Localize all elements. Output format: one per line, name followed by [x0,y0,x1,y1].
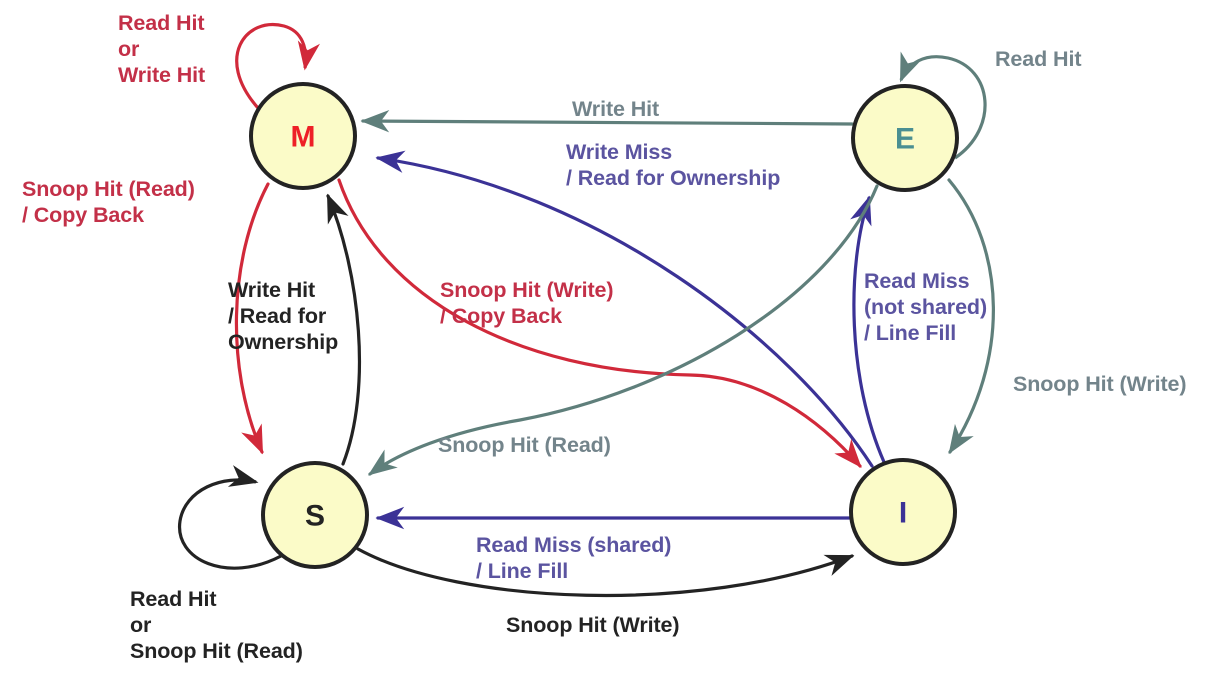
edge-label-m-to-s: Snoop Hit (Read) / Copy Back [22,177,195,228]
edge-m-to-i [337,178,862,468]
state-node-m[interactable]: M [249,82,357,190]
state-node-i[interactable]: I [849,458,957,566]
edge-label-s-to-m: Write Hit / Read for Ownership [228,278,339,355]
edge-label-m-to-i: Snoop Hit (Write) / Copy Back [440,278,614,329]
edge-label-e-self: Read Hit [995,47,1082,71]
state-node-i-circle[interactable] [849,458,957,566]
state-node-i-label: I [899,497,907,530]
edge-e-to-m [360,109,854,133]
edge-m-to-s [234,182,270,455]
edge-label-e-to-m: Write Hit [572,97,660,121]
edge-m-self-loop [235,22,320,110]
edge-label-e-to-s: Snoop Hit (Read) [438,433,611,457]
edge-e-to-s [367,184,879,476]
state-node-e[interactable]: E [851,84,959,192]
edge-label-i-to-m: Write Miss / Read for Ownership [566,140,781,191]
edge-s-self-loop [178,465,282,570]
edge-label-e-to-i: Snoop Hit (Write) [1013,372,1187,396]
edge-e-to-i [947,178,995,455]
state-node-s-circle[interactable] [261,461,369,569]
state-node-m-label: M [291,121,316,154]
state-node-s[interactable]: S [261,461,369,569]
edge-i-to-e [850,195,886,464]
state-node-s-label: S [305,500,325,533]
state-node-e-circle[interactable] [851,84,959,192]
state-node-e-label: E [895,123,915,156]
edge-label-i-to-e: Read Miss (not shared) / Line Fill [864,269,988,346]
edge-e-self-loop [899,51,987,160]
edge-label-s-self: Read Hit or Snoop Hit (Read) [130,587,303,664]
edge-label-i-to-s: Read Miss (shared) / Line Fill [476,533,672,584]
edge-label-s-to-i: Snoop Hit (Write) [506,613,680,637]
edge-label-m-self: Read Hit or Write Hit [118,11,206,88]
state-node-m-circle[interactable] [249,82,357,190]
edge-s-to-m [326,193,362,466]
edge-s-to-i [356,547,855,598]
edge-i-to-m [375,150,874,468]
